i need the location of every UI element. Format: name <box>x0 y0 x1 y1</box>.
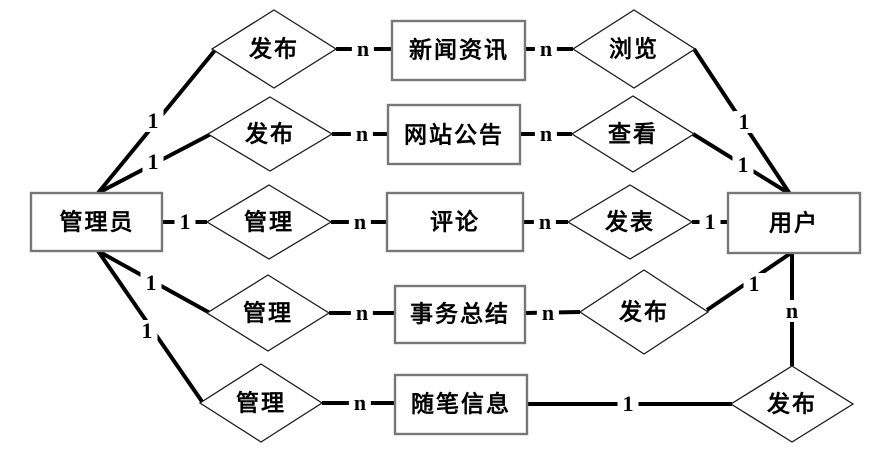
diamond-shape-manage-essay <box>198 363 324 443</box>
cardinality-n-manage-summary-summary: n <box>350 302 374 324</box>
entity-shape-announcement <box>386 103 522 166</box>
cardinality-n-user-publish-essay: n <box>780 300 804 322</box>
cardinality-n-summary-publish-summary: n <box>536 302 560 324</box>
entity-shape-summary <box>393 284 527 345</box>
diamond-shape-publish-essay <box>729 365 855 443</box>
entity-shape-admin <box>29 191 164 253</box>
entity-shape-news <box>390 19 527 82</box>
cardinality-one-admin-publish-ann: 1 <box>142 151 164 173</box>
entity-shape-user <box>726 191 862 255</box>
cardinality-n-manage-comment-comment: n <box>348 211 372 233</box>
relationship-manage-comment-label: 管理 <box>244 209 294 235</box>
cardinality-one-post-user: 1 <box>699 211 721 233</box>
cardinality-one-view-user: 1 <box>732 154 754 176</box>
relationship-publish-announcement-label: 发布 <box>245 121 295 147</box>
cardinality-n-comment-post: n <box>533 211 557 233</box>
relationship-publish-news-label: 发布 <box>249 36 299 62</box>
cardinality-n-manage-essay-essay: n <box>348 392 372 414</box>
entity-news-label: 新闻资讯 <box>409 37 509 63</box>
relationship-view-label: 查看 <box>608 121 658 147</box>
entity-shape-comment <box>385 191 525 253</box>
cardinality-one-publish-summary-user: 1 <box>743 273 765 295</box>
cardinality-one-admin-manage-summary: 1 <box>140 272 162 294</box>
cardinality-one-admin-publish-news: 1 <box>142 110 164 132</box>
entity-comment-label: 评论 <box>430 209 480 235</box>
diamond-shape-publish-summary <box>578 269 710 355</box>
cardinality-one-admin-manage-comment: 1 <box>174 211 196 233</box>
relationship-manage-essay-label: 管理 <box>236 390 286 416</box>
diamond-shape-publish-announcement <box>206 96 334 172</box>
relationship-browse-label: 浏览 <box>609 36 659 62</box>
diamond-shape-view <box>570 95 696 173</box>
relationship-publish-essay-label: 发布 <box>767 391 817 417</box>
cardinality-n-news-browse: n <box>534 38 558 60</box>
cardinality-n-ann-view: n <box>534 123 558 145</box>
relationship-publish-summary-label: 发布 <box>619 299 669 325</box>
entity-admin-label: 管理员 <box>59 209 135 235</box>
entity-announcement-label: 网站公告 <box>404 122 504 148</box>
diamond-shape-browse <box>571 9 697 89</box>
cardinality-one-admin-manage-essay: 1 <box>136 320 158 342</box>
diamond-shape-manage-comment <box>205 184 333 260</box>
cardinality-one-essay-publish-essay: 1 <box>617 393 639 415</box>
diamond-shape-publish-news <box>210 9 338 89</box>
entity-shape-essay <box>393 373 529 436</box>
cardinality-n-publish-ann-ann: n <box>350 123 374 145</box>
relationship-manage-summary-label: 管理 <box>243 300 293 326</box>
diamond-shape-post <box>566 184 694 260</box>
entity-user-label: 用户 <box>769 210 819 236</box>
cardinality-one-browse-user: 1 <box>733 111 755 133</box>
cardinality-n-publish-news-news: n <box>351 38 375 60</box>
diamond-shape-manage-summary <box>205 274 331 352</box>
relationship-post-label: 发表 <box>605 209 655 235</box>
entity-summary-label: 事务总结 <box>410 301 510 327</box>
entity-essay-label: 随笔信息 <box>411 391 511 417</box>
